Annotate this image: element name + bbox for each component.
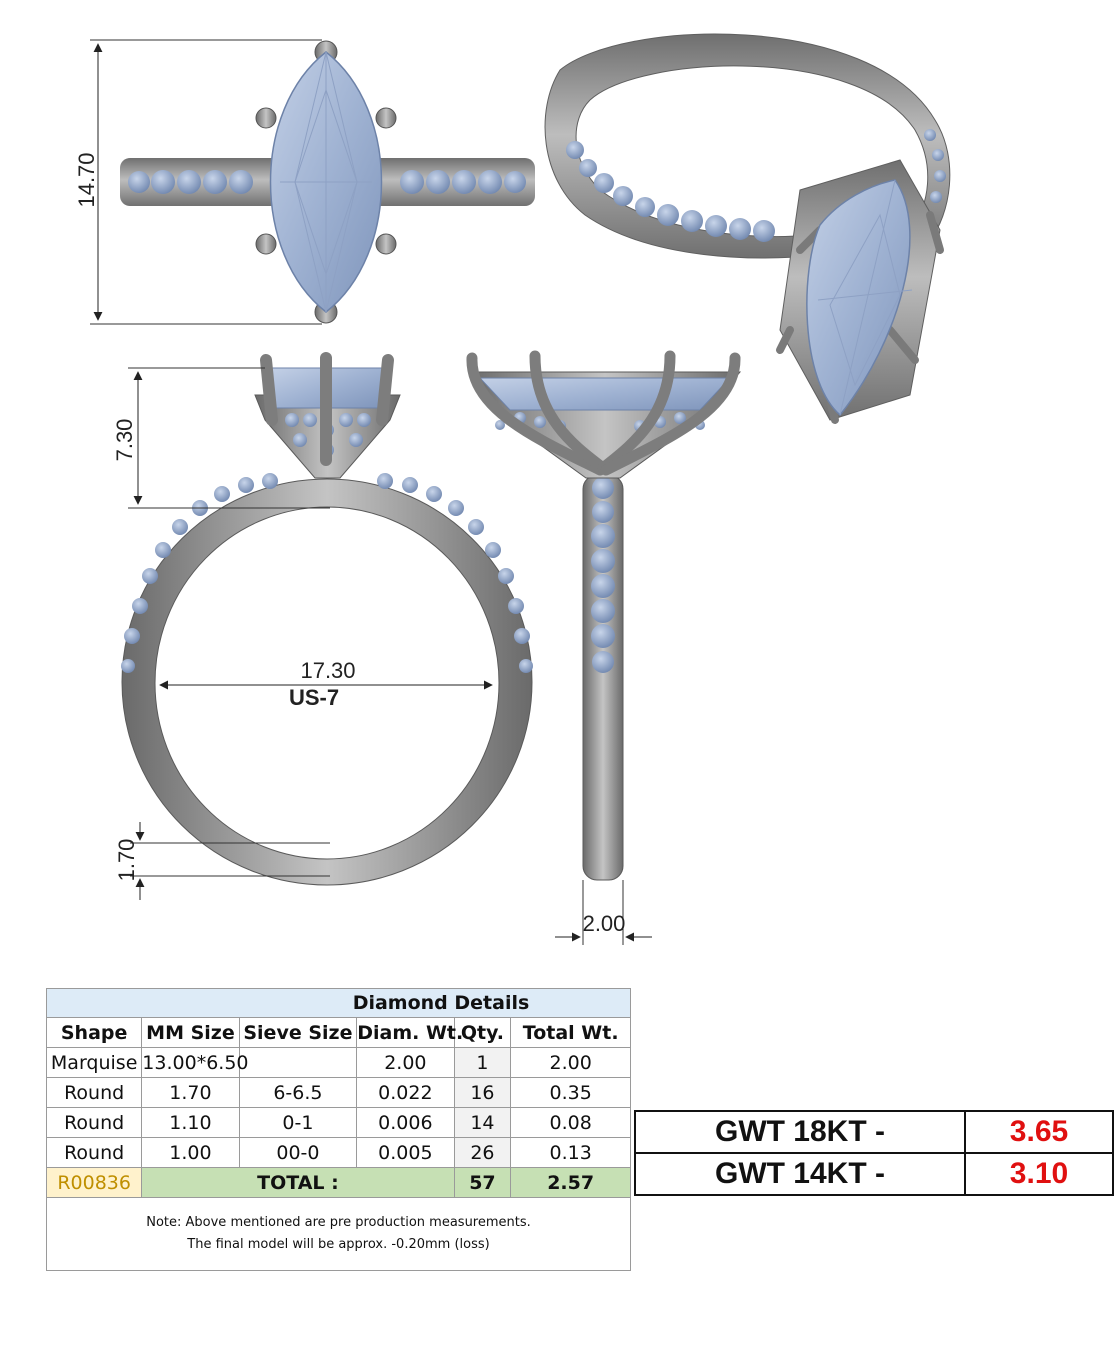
diamond-table-header-row: Shape MM Size Sieve Size Diam. Wt. Qty. … (45, 1017, 631, 1048)
cell-qty: 1 (453, 1047, 512, 1078)
total-qty: 57 (453, 1167, 512, 1198)
stone-facets-perspective (817, 179, 913, 416)
table-row: GWT 14KT - 3.10 (634, 1152, 1114, 1196)
header-qty: Qty. (453, 1017, 512, 1048)
product-code: R00836 (45, 1167, 143, 1198)
cell-qty: 26 (453, 1137, 512, 1168)
pave-stones-perspective (566, 129, 946, 242)
cell-sieve-size (238, 1047, 358, 1078)
cell-sieve-size: 00-0 (238, 1137, 358, 1168)
prongs-side (466, 350, 741, 476)
cell-diam-wt: 0.022 (356, 1077, 455, 1108)
weight-label-18kt: GWT 18KT - (634, 1110, 966, 1154)
side-view: 2.00 (466, 350, 742, 945)
cell-sieve-size: 6-6.5 (238, 1077, 358, 1108)
note-text: Note: Above mentioned are pre production… (46, 1197, 631, 1271)
header-sieve-size: Sieve Size (238, 1017, 358, 1048)
cell-total-wt: 0.08 (510, 1107, 631, 1138)
cell-qty: 16 (453, 1077, 512, 1108)
total-label: TOTAL : (141, 1167, 455, 1198)
cell-mm-size: 1.70 (141, 1077, 240, 1108)
note-line-1: Note: Above mentioned are pre production… (146, 1215, 531, 1230)
ring-size-label: US-7 (289, 685, 339, 710)
pave-stones-side (591, 477, 615, 673)
total-row: R00836 TOTAL : 57 2.57 (45, 1167, 631, 1198)
cell-total-wt: 2.00 (510, 1047, 631, 1078)
dim-band-width: 2.00 (583, 911, 626, 936)
top-view: 14.70 (74, 39, 535, 325)
prongs-front (260, 352, 394, 466)
table-row: Marquise 13.00*6.50 2.00 1 2.00 (45, 1047, 631, 1078)
table-row: Round 1.10 0-1 0.006 14 0.08 (45, 1107, 631, 1138)
cell-diam-wt: 2.00 (356, 1047, 455, 1078)
pave-stones-top (128, 170, 526, 194)
marquise-stone-side (478, 377, 732, 411)
cell-total-wt: 0.35 (510, 1077, 631, 1108)
perspective-view (544, 33, 951, 424)
dim-inner-diameter: 17.30 (300, 658, 355, 683)
cell-diam-wt: 0.006 (356, 1107, 455, 1138)
table-row: GWT 18KT - 3.65 (634, 1110, 1114, 1154)
stone-facets-top (280, 51, 372, 313)
weight-value-14kt: 3.10 (964, 1152, 1114, 1196)
table-row: Round 1.00 00-0 0.005 26 0.13 (45, 1137, 631, 1168)
cell-shape: Round (45, 1137, 143, 1168)
dim-band-thickness: 1.70 (114, 839, 139, 882)
header-mm-size: MM Size (141, 1017, 240, 1048)
cell-mm-size: 1.00 (141, 1137, 240, 1168)
front-view: 7.30 17.30 US-7 1.70 (112, 352, 533, 900)
table-row: Round 1.70 6-6.5 0.022 16 0.35 (45, 1077, 631, 1108)
weight-label-14kt: GWT 14KT - (634, 1152, 966, 1196)
gold-weight-table: GWT 18KT - 3.65 GWT 14KT - 3.10 (634, 1110, 1114, 1196)
dim-top-height: 14.70 (74, 152, 99, 207)
cell-mm-size: 13.00*6.50 (141, 1047, 249, 1078)
header-shape: Shape (45, 1017, 143, 1048)
pave-stones-front (121, 473, 533, 673)
header-total-wt: Total Wt. (510, 1017, 631, 1048)
diamond-table-title: Diamond Details (46, 988, 631, 1018)
diamond-details-table: Diamond Details Shape MM Size Sieve Size… (45, 988, 631, 1271)
weight-value-18kt: 3.65 (964, 1110, 1114, 1154)
cell-shape: Round (45, 1107, 143, 1138)
cell-shape: Round (45, 1077, 143, 1108)
marquise-stone-perspective (806, 179, 911, 417)
cell-diam-wt: 0.005 (356, 1137, 455, 1168)
cell-sieve-size: 0-1 (238, 1107, 358, 1138)
ring-technical-drawing: 14.70 (74, 33, 951, 945)
cell-shape: Marquise (45, 1047, 143, 1078)
diamond-table-title-row: Diamond Details (46, 988, 631, 1018)
band-perspective (544, 33, 951, 259)
cell-mm-size: 1.10 (141, 1107, 240, 1138)
prongs-perspective (776, 211, 944, 424)
note-line-2: The final model will be approx. -0.20mm … (187, 1237, 490, 1252)
note-row: Note: Above mentioned are pre production… (46, 1197, 631, 1271)
total-weight: 2.57 (510, 1167, 631, 1198)
cell-qty: 14 (453, 1107, 512, 1138)
dim-head-height: 7.30 (112, 419, 137, 462)
cell-total-wt: 0.13 (510, 1137, 631, 1168)
header-diam-wt: Diam. Wt. (356, 1017, 463, 1048)
